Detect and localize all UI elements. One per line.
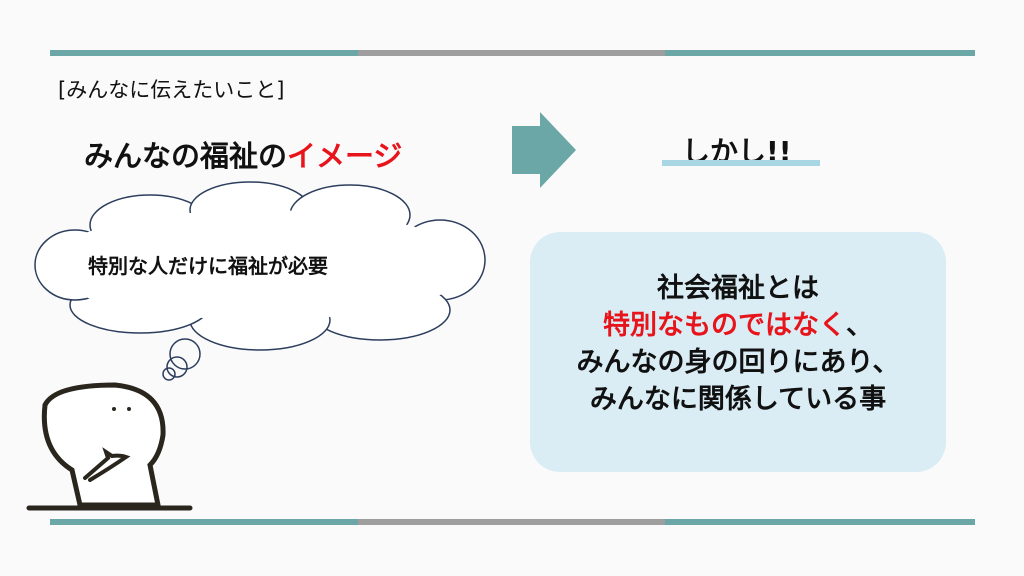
thought-cloud <box>34 181 486 351</box>
thought-text: 特別な人だけに福祉が必要 <box>88 254 328 278</box>
thinking-person-illustration <box>26 382 193 511</box>
message-line-2: 特別なものではなく、 <box>530 307 946 344</box>
arrow-right-icon <box>512 112 576 188</box>
section-label: [みんなに伝えたいこと] <box>58 78 285 102</box>
message-box: 社会福祉とは 特別なものではなく、 みんなの身の回りにあり、 みんなに関係してい… <box>530 232 946 472</box>
however-underline <box>662 160 820 166</box>
message-highlight: 特別なものではなく <box>603 310 846 341</box>
bottom-bar-middle <box>358 519 665 525</box>
top-bar-right <box>665 50 975 56</box>
thought-bubbles <box>162 338 201 381</box>
top-bar-left <box>50 50 358 56</box>
message-comma: 、 <box>846 310 873 341</box>
message-line-3: みんなの身の回りにあり、 <box>576 347 900 378</box>
message-line-1: 社会福祉とは <box>657 273 819 304</box>
bottom-bar-right <box>665 519 975 525</box>
image-title-highlight: イメージ <box>287 139 403 173</box>
message-line-4: みんなに関係している事 <box>589 384 887 415</box>
bottom-bar-left <box>50 519 358 525</box>
image-title-prefix: みんなの福祉の <box>84 139 288 173</box>
top-bar-middle <box>358 50 665 56</box>
image-title: みんなの福祉のイメージ <box>84 133 402 175</box>
